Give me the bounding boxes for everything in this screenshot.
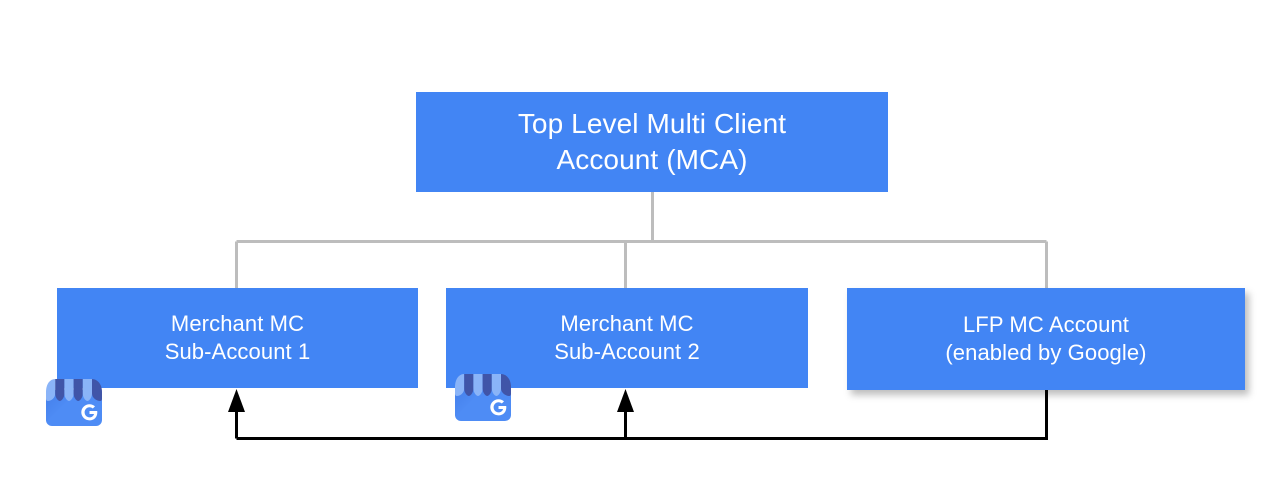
google-business-profile-icon — [455, 374, 511, 421]
arrowhead-to-sub1 — [228, 389, 245, 412]
node-merchant-sub-account-1-label: Merchant MC Sub-Account 1 — [164, 310, 311, 364]
awning-stripes — [46, 379, 102, 401]
g-letter — [81, 404, 98, 421]
google-business-profile-icon — [46, 379, 102, 426]
awning-stripes — [455, 374, 511, 396]
node-top-level-mca-label: Top Level Multi Client Account (MCA) — [517, 108, 787, 175]
node-merchant-sub-account-2-label: Merchant MC Sub-Account 2 — [554, 310, 700, 364]
arrow-path-lfp-to-subs — [236, 390, 1048, 440]
g-letter — [490, 399, 507, 416]
arrowhead-to-sub2 — [617, 389, 634, 412]
node-lfp-mc-account-label: LFP MC Account (enabled by Google) — [945, 311, 1147, 365]
node-merchant-sub-account-2[interactable]: Merchant MC Sub-Account 2 — [446, 288, 808, 388]
node-top-level-mca[interactable]: Top Level Multi Client Account (MCA) — [416, 92, 888, 192]
node-lfp-mc-account[interactable]: LFP MC Account (enabled by Google) — [847, 288, 1245, 390]
node-merchant-sub-account-1[interactable]: Merchant MC Sub-Account 1 — [57, 288, 418, 388]
